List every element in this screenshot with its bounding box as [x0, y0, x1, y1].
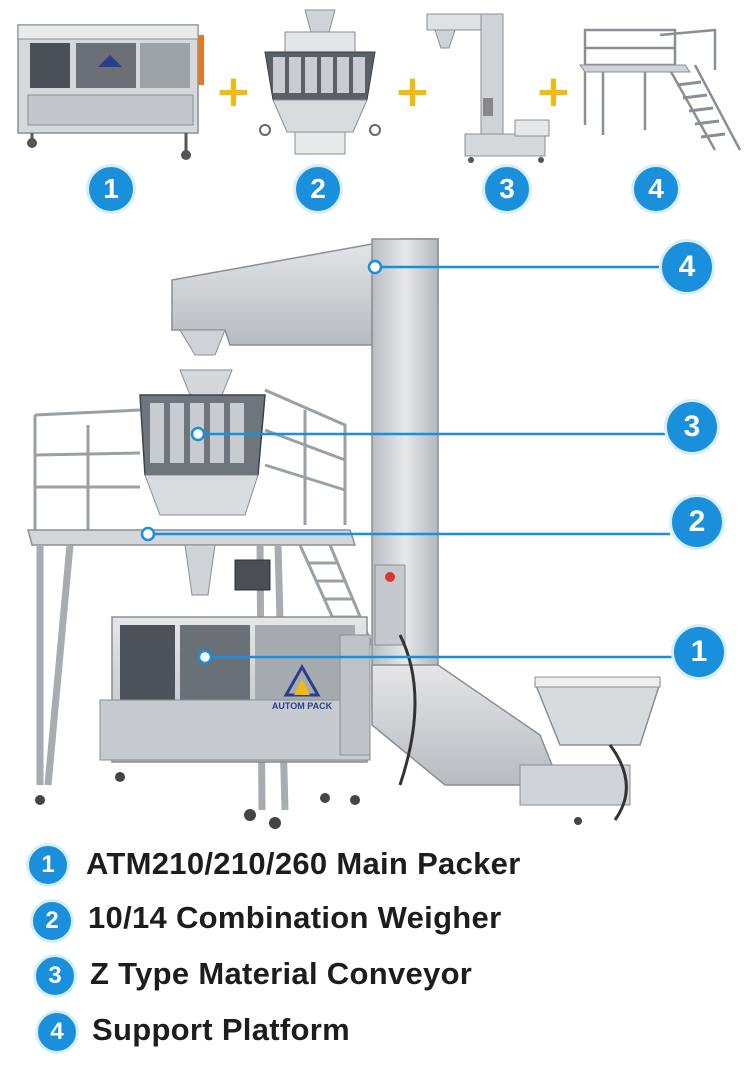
component-3-badge: 3 — [482, 164, 532, 214]
callout-leaders — [140, 259, 672, 665]
assembled-machine-illustration: AUTOM PACK — [27, 238, 672, 829]
component-4-badge: 4 — [631, 164, 681, 214]
legend-2-badge: 2 — [30, 899, 74, 943]
callout-1-badge: 1 — [671, 624, 727, 680]
legend-1-label: ATM210/210/260 Main Packer — [86, 846, 521, 881]
plus-sign-1: + — [215, 66, 252, 117]
legend-4-label: Support Platform — [92, 1012, 350, 1047]
plus-sign-2: + — [394, 66, 431, 117]
weigher-thumbnail — [259, 9, 381, 155]
feeding-hopper — [533, 682, 662, 746]
autom-pack-logo: AUTOM PACK — [272, 663, 333, 711]
conveyor-thumbnail — [426, 13, 550, 163]
platform-thumbnail — [579, 28, 742, 151]
plus-sign-3: + — [535, 66, 572, 117]
svg-text:AUTOM PACK: AUTOM PACK — [272, 701, 333, 711]
callout-4-badge: 4 — [659, 239, 715, 295]
platform-deck — [27, 529, 357, 546]
callout-2-badge: 2 — [669, 494, 725, 550]
legend-4-badge: 4 — [35, 1010, 79, 1054]
legend-3-label: Z Type Material Conveyor — [90, 956, 473, 991]
legend-1-badge: 1 — [26, 843, 70, 887]
callout-3-badge: 3 — [664, 399, 720, 455]
packer-thumbnail — [17, 24, 204, 160]
component-1-badge: 1 — [86, 164, 136, 214]
legend-2-label: 10/14 Combination Weigher — [88, 900, 502, 935]
component-2-badge: 2 — [293, 164, 343, 214]
legend-3-badge: 3 — [33, 954, 77, 998]
